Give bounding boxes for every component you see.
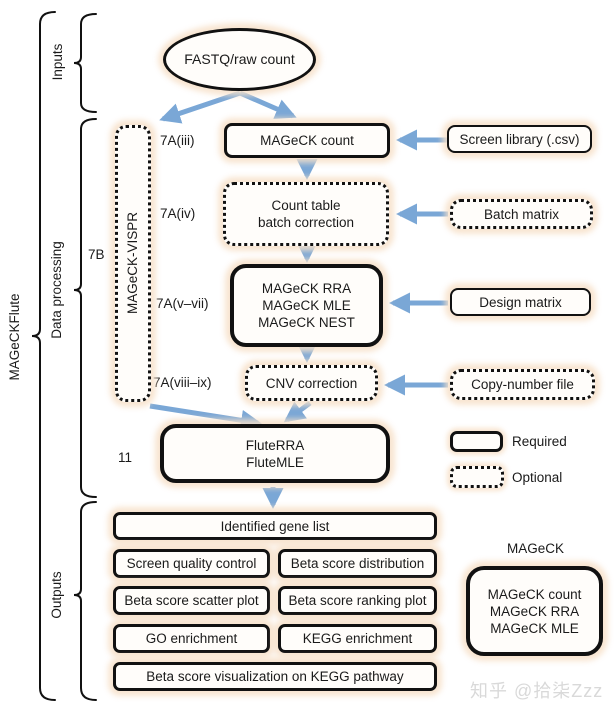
step-label-7a-v-vii: 7A(v–vii) [156, 296, 209, 311]
output-kegg-enrichment: KEGG enrichment [278, 624, 437, 653]
arrow-cnv-to-flute [283, 400, 312, 423]
step-label-7b: 7B [88, 247, 105, 262]
node-count-table-line2: batch correction [257, 215, 355, 230]
node-fastq-label: FASTQ/raw count [184, 51, 295, 67]
magecK-group-title: MAGeCK [506, 541, 564, 556]
node-rra-line1: MAGeCK RRA [261, 281, 352, 296]
output-go-enrichment: GO enrichment [113, 624, 270, 653]
output-beta-score-distribution: Beta score distribution [278, 549, 437, 578]
section-label-data-processing: Data processing [49, 241, 64, 339]
output-go-label: GO enrichment [145, 631, 238, 646]
legend-optional-swatch [450, 466, 504, 488]
legend-required-swatch [450, 431, 503, 452]
brace-outputs [73, 501, 97, 701]
node-batch-matrix: Batch matrix [450, 199, 593, 229]
legend-optional-label: Optional [512, 470, 563, 485]
node-design-matrix-label: Design matrix [479, 294, 562, 310]
magecK-group-line1: MAGeCK count [487, 586, 582, 602]
step-label-7a-iii: 7A(iii) [160, 133, 195, 148]
node-flute-line2: FluteMLE [246, 454, 304, 470]
brace-data-processing [73, 118, 97, 498]
magecK-group-box: MAGeCK count MAGeCK RRA MAGeCK MLE [466, 566, 603, 656]
node-copy-number-label: Copy-number file [471, 377, 574, 392]
output-identified-label: Identified gene list [220, 518, 330, 534]
node-magecK-count: MAGeCK count [224, 123, 390, 158]
node-flute-line1: FluteRRA [245, 437, 305, 453]
output-screen-qc-label: Screen quality control [126, 556, 257, 571]
arrow-vispr-to-flute [149, 403, 262, 431]
output-beta-ranking-label: Beta score ranking plot [288, 593, 427, 608]
output-kegg-label: KEGG enrichment [302, 631, 413, 646]
node-copy-number-file: Copy-number file [450, 369, 595, 400]
legend-required-label: Required [512, 434, 567, 449]
node-screen-library-label: Screen library (.csv) [459, 131, 580, 147]
magecK-group-line2: MAGeCK RRA [489, 603, 580, 619]
section-label-inputs: Inputs [50, 43, 65, 81]
output-beta-kegg-pathway: Beta score visualization on KEGG pathway [113, 662, 437, 691]
output-screen-quality-control: Screen quality control [113, 549, 270, 578]
section-label-outputs: Outputs [49, 571, 64, 619]
node-fastq-raw-count: FASTQ/raw count [163, 28, 316, 91]
output-beta-scatter-label: Beta score scatter plot [124, 593, 259, 608]
brace-magecKflute [31, 11, 56, 701]
output-beta-dist-label: Beta score distribution [290, 556, 425, 571]
watermark-zhihu: 知乎 @拾柒Zzz [470, 681, 604, 701]
node-magecK-count-label: MAGeCK count [260, 133, 354, 148]
output-beta-score-scatter-plot: Beta score scatter plot [113, 586, 270, 615]
arrow-fastq-to-count [239, 90, 297, 119]
output-identified-gene-list: Identified gene list [113, 512, 437, 540]
node-design-matrix: Design matrix [450, 288, 591, 316]
step-label-7a-viii-ix: 7A(viii–ix) [153, 375, 212, 390]
node-cnv-label: CNV correction [265, 375, 358, 391]
node-count-table-batch-correction: Count table batch correction [223, 182, 389, 246]
output-beta-score-ranking-plot: Beta score ranking plot [278, 586, 437, 615]
magecK-group-line3: MAGeCK MLE [490, 620, 579, 636]
node-flute: FluteRRA FluteMLE [160, 424, 390, 483]
step-label-7a-iv: 7A(iv) [160, 206, 196, 221]
step-label-11: 11 [118, 450, 133, 465]
output-beta-kegg-label: Beta score visualization on KEGG pathway [146, 669, 404, 684]
node-magecK-vispr [115, 125, 151, 402]
node-count-table-line1: Count table [271, 198, 341, 213]
node-rra-line2: MAGeCK MLE [262, 298, 351, 313]
node-cnv-correction: CNV correction [245, 365, 378, 401]
node-magecK-vispr-label: MAGeCK-VISPR [125, 211, 140, 315]
node-screen-library: Screen library (.csv) [447, 125, 592, 153]
node-rra-mle-nest: MAGeCK RRA MAGeCK MLE MAGeCK NEST [230, 264, 383, 347]
node-rra-line3: MAGeCK NEST [258, 315, 355, 330]
brace-inputs [73, 13, 97, 113]
node-batch-matrix-label: Batch matrix [483, 206, 560, 222]
arrow-fastq-to-vispr [159, 90, 241, 124]
section-label-magecKflute: MAGeCKFlute [7, 293, 22, 381]
